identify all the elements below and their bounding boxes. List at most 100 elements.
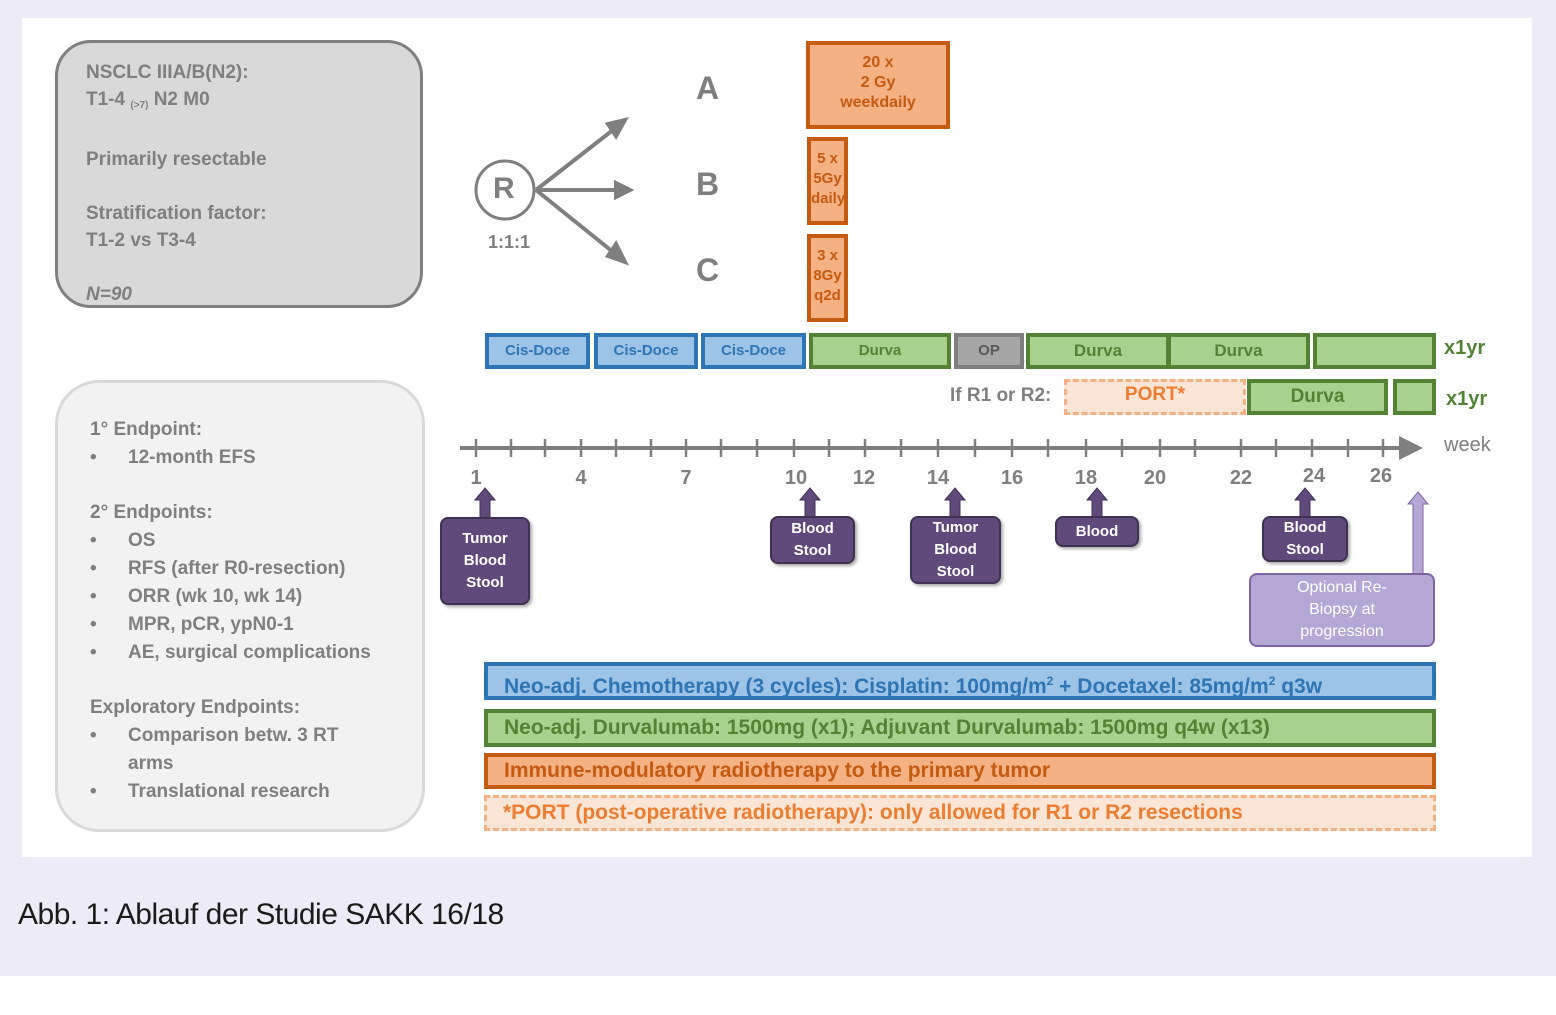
superscript: 2 bbox=[1268, 674, 1276, 688]
legend-chemotherapy: Neo-adj. Chemotherapy (3 cycles): Cispla… bbox=[484, 662, 1436, 700]
arrow-to-a bbox=[534, 124, 620, 192]
sample-item: Stool bbox=[466, 574, 504, 591]
legend-chemo-text-c: q3w bbox=[1275, 675, 1323, 698]
tick-label-week-7: 7 bbox=[680, 467, 692, 489]
tick-label-week-20: 20 bbox=[1143, 467, 1167, 489]
sample-item: Blood bbox=[1075, 522, 1119, 540]
tick-label-week-26: 26 bbox=[1369, 465, 1393, 487]
tick-label-week-22: 22 bbox=[1229, 467, 1253, 489]
exploratory-endpoint-item: Comparison betw. 3 RT arms bbox=[90, 722, 358, 778]
tnm-sub: (>7) bbox=[130, 100, 149, 111]
legend-radiotherapy: Immune-modulatory radiotherapy to the pr… bbox=[484, 753, 1436, 789]
sample-item: Optional Re- bbox=[1297, 579, 1387, 596]
segment-port-durva-1: Durva bbox=[1247, 379, 1388, 415]
tnm-rest: N2 M0 bbox=[153, 89, 210, 110]
randomization-circle bbox=[474, 159, 536, 221]
sample-box-progression: Optional Re- Biopsy at progression bbox=[1249, 573, 1435, 647]
segment-durva-adj-1: Durva bbox=[1026, 333, 1170, 369]
arm-a-frequency: weekdaily bbox=[840, 94, 916, 111]
resectable-label: Primarily resectable bbox=[86, 149, 267, 170]
timeline-axis bbox=[460, 436, 1423, 460]
stratification-title: Stratification factor: bbox=[86, 203, 267, 224]
primary-endpoint-title: 1° Endpoint: bbox=[90, 419, 203, 440]
arm-c-dose: 8Gy bbox=[813, 267, 842, 284]
arm-a-rt-box: 20 x 2 Gy weekdaily bbox=[806, 41, 950, 129]
randomization-arrows bbox=[474, 117, 635, 266]
arm-a-dose: 2 Gy bbox=[860, 74, 896, 91]
arm-a-fractions: 20 x bbox=[862, 54, 894, 71]
sample-box-week-1: Tumor Blood Stool bbox=[440, 517, 530, 605]
tnm-t: T1-4 bbox=[86, 89, 126, 110]
timeline-arrowhead bbox=[1399, 436, 1423, 460]
sample-item: Stool bbox=[1286, 541, 1324, 558]
segment-durva-adj-2: Durva bbox=[1167, 333, 1310, 369]
sample-item: Tumor bbox=[462, 530, 508, 547]
tick-label-week-18: 18 bbox=[1074, 467, 1098, 489]
arrowhead-b bbox=[614, 179, 635, 201]
arm-b-label: B bbox=[696, 166, 720, 202]
treatment-duration-label: x1yr bbox=[1444, 337, 1486, 359]
sample-item: Blood bbox=[934, 541, 977, 558]
sample-item: Biopsy at bbox=[1309, 601, 1375, 618]
endpoints-box: 1° Endpoint: 12-month EFS 2° Endpoints: … bbox=[55, 380, 425, 832]
sample-item: Tumor bbox=[932, 519, 979, 536]
sample-item: Blood bbox=[791, 520, 834, 537]
legend-durvalumab: Neo-adj. Durvalumab: 1500mg (x1); Adjuva… bbox=[484, 709, 1436, 747]
sample-item: Stool bbox=[793, 542, 832, 559]
exploratory-endpoints-title: Exploratory Endpoints: bbox=[90, 697, 301, 718]
sample-item: Blood bbox=[1283, 519, 1327, 536]
sample-item: Blood bbox=[463, 552, 507, 569]
arm-a-label: A bbox=[696, 70, 720, 106]
arm-c-rt-box: 3 x 8Gy q2d bbox=[807, 234, 848, 322]
segment-surgery: OP bbox=[954, 333, 1024, 369]
segment-chemo-1: Cis-Doce bbox=[485, 333, 590, 369]
arrowhead-a bbox=[604, 117, 629, 140]
tick-label-week-12: 12 bbox=[852, 467, 876, 489]
segment-port-durva-2 bbox=[1393, 379, 1436, 415]
randomization-symbol: R bbox=[493, 172, 515, 205]
segment-durva-neoadj: Durva bbox=[809, 333, 951, 369]
tick-label-week-14: 14 bbox=[926, 467, 950, 489]
arrow-to-c bbox=[534, 188, 620, 258]
stratification-value: T1-2 vs T3-4 bbox=[86, 230, 196, 251]
arm-c-fractions: 3 x bbox=[817, 247, 838, 264]
secondary-endpoint-item: ORR (wk 10, wk 14) bbox=[90, 583, 422, 611]
port-condition-label: If R1 or R2: bbox=[950, 385, 1052, 406]
sample-box-week-10: Blood Stool bbox=[770, 516, 855, 564]
tick-label-week-10: 10 bbox=[784, 467, 808, 489]
secondary-endpoints-title: 2° Endpoints: bbox=[90, 502, 213, 523]
timeline-unit-label: week bbox=[1444, 434, 1491, 456]
tick-label-week-16: 16 bbox=[1000, 467, 1024, 489]
secondary-endpoint-item: AE, surgical complications bbox=[90, 639, 422, 667]
segment-chemo-3: Cis-Doce bbox=[701, 333, 806, 369]
sample-item: Stool bbox=[936, 563, 975, 580]
figure-caption: Abb. 1: Ablauf der Studie SAKK 16/18 bbox=[18, 898, 504, 931]
arm-b-rt-box: 5 x 5Gy daily bbox=[807, 137, 848, 225]
arm-c-frequency: q2d bbox=[814, 287, 841, 304]
sample-item: progression bbox=[1300, 623, 1384, 640]
sample-box-week-24: Blood Stool bbox=[1262, 516, 1348, 562]
segment-durva-adj-3 bbox=[1313, 333, 1436, 369]
secondary-endpoint-item: RFS (after R0-resection) bbox=[90, 555, 422, 583]
secondary-endpoint-item: MPR, pCR, ypN0-1 bbox=[90, 611, 422, 639]
tick-label-week-24: 24 bbox=[1302, 465, 1326, 487]
secondary-endpoint-item: OS bbox=[90, 527, 422, 555]
arrowhead-c bbox=[604, 240, 630, 266]
legend-chemo-text-a: Neo-adj. Chemotherapy (3 cycles): Cispla… bbox=[504, 675, 1047, 698]
segment-port: PORT* bbox=[1064, 379, 1246, 415]
eligibility-box: NSCLC IIIA/B(N2): T1-4 (>7) N2 M0 Primar… bbox=[55, 40, 423, 308]
tnm-label: T1-4 (>7) N2 M0 bbox=[86, 86, 420, 119]
exploratory-endpoint-item: Translational research bbox=[90, 778, 422, 806]
superscript: 2 bbox=[1046, 674, 1054, 688]
arm-b-frequency: daily bbox=[811, 190, 846, 207]
arm-b-fractions: 5 x bbox=[817, 150, 838, 167]
segment-chemo-2: Cis-Doce bbox=[594, 333, 698, 369]
diagnosis-label: NSCLC IIIA/B(N2): bbox=[86, 62, 249, 83]
tick-label-week-1: 1 bbox=[470, 467, 482, 489]
arm-c-label: C bbox=[696, 252, 720, 288]
tick-label-week-4: 4 bbox=[575, 467, 587, 489]
port-duration-label: x1yr bbox=[1446, 388, 1488, 410]
sample-box-week-18: Blood bbox=[1055, 516, 1139, 547]
randomization-ratio: 1:1:1 bbox=[488, 232, 531, 252]
legend-chemo-text-b: + Docetaxel: 85mg/m bbox=[1053, 675, 1269, 698]
